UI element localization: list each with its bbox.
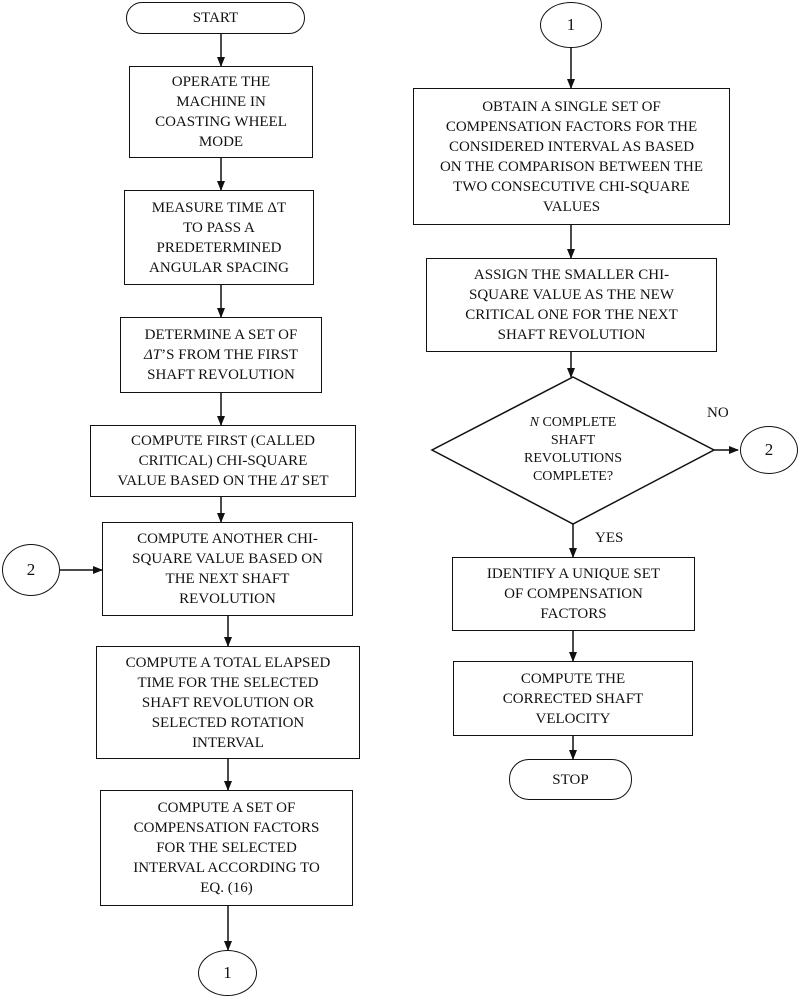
decision-text: N COMPLETE SHAFT REVOLUTIONS COMPLETE? [524,415,622,484]
operate-machine-step: OPERATE THE MACHINE IN COASTING WHEEL MO… [129,66,313,158]
determine-set-step: DETERMINE A SET OF ΔT’S FROM THE FIRST S… [120,317,322,393]
yes-label: YES [595,530,624,546]
connector-1-bottom: 1 [198,950,257,996]
compute-compensation-factors-step: COMPUTE A SET OF COMPENSATION FACTORS FO… [100,790,353,906]
connector-1-top: 1 [540,2,602,48]
stop-terminal: STOP [509,759,632,800]
connector-2-right: 2 [740,426,798,474]
identify-unique-set-step: IDENTIFY A UNIQUE SET OF COMPENSATION FA… [452,557,695,631]
decision-diamond [430,376,716,525]
compute-first-chi-square-step: COMPUTE FIRST (CALLED CRITICAL) CHI-SQUA… [90,425,356,497]
connector-2-left: 2 [2,544,60,596]
start-terminal: START [126,2,305,34]
assign-smaller-chi-square-step: ASSIGN THE SMALLER CHI- SQUARE VALUE AS … [426,258,717,352]
compute-another-chi-square-step: COMPUTE ANOTHER CHI- SQUARE VALUE BASED … [102,522,353,616]
obtain-single-set-step: OBTAIN A SINGLE SET OF COMPENSATION FACT… [413,88,730,225]
no-label: NO [707,405,729,421]
compute-total-elapsed-time-step: COMPUTE A TOTAL ELAPSED TIME FOR THE SEL… [96,646,360,759]
measure-time-step: MEASURE TIME ΔT TO PASS A PREDETERMINED … [124,190,314,285]
compute-corrected-velocity-step: COMPUTE THE CORRECTED SHAFT VELOCITY [453,661,693,736]
